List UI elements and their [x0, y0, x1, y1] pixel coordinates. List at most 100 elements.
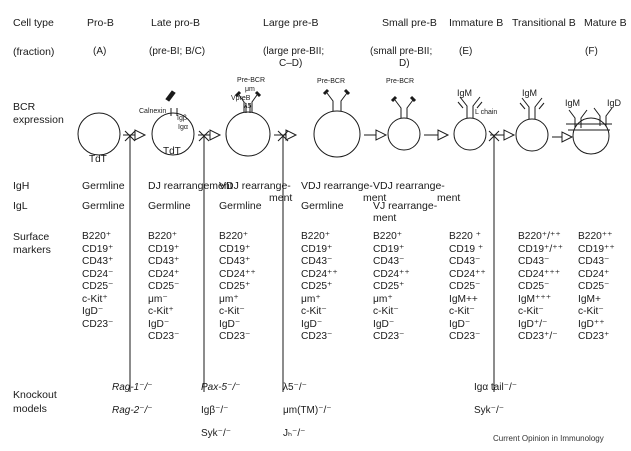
marker: B220 ⁺	[449, 231, 482, 242]
markers-small-pre-b: B220⁺ CD19⁺ CD43⁻ CD24⁺⁺ CD25⁺ μm⁺ c-Kit…	[373, 231, 410, 344]
row-label-bcr-1: BCR	[13, 101, 36, 113]
igh-value: Germline	[82, 180, 125, 192]
marker: IgD⁻	[449, 318, 471, 330]
marker: CD24⁺⁺	[301, 268, 338, 280]
row-label-fraction: (fraction)	[13, 46, 55, 58]
marker: IgD⁻	[148, 318, 170, 330]
marker: CD43⁺	[148, 256, 180, 267]
row-label-surface-1: Surface	[13, 231, 50, 243]
igh-value-cont: ment	[437, 192, 461, 204]
pro-b-cell	[77, 112, 121, 156]
marker: CD25⁻	[449, 281, 481, 292]
tdt-label: TdT	[163, 146, 181, 157]
row-label-knockout-1: Knockout	[13, 389, 57, 401]
row-label-knockout-2: models	[13, 403, 47, 415]
stage-fraction: (large pre-BII;	[263, 46, 325, 57]
igm-label: IgM	[457, 88, 473, 98]
marker: μm⁺	[373, 293, 393, 305]
knockout-model: Igα tail⁻/⁻	[474, 382, 518, 393]
stage-fraction: (pre-BI; B/C)	[149, 46, 206, 57]
marker: IgD⁻	[373, 318, 395, 330]
markers-pro-b: B220⁺ CD19⁺ CD43⁺ CD24⁻ CD25⁻ c-Kit⁺ IgD…	[82, 231, 113, 331]
pre-bcr-label: Pre-BCR	[386, 78, 415, 85]
markers-late-pro-b: B220⁺ CD19⁺ CD43⁺ CD24⁺ CD25⁻ μm⁻ c-Kit⁺…	[148, 231, 179, 344]
knockout-model: Rag-1⁻/⁻	[112, 382, 153, 393]
row-label-cell-type: Cell type	[13, 17, 54, 29]
marker: CD23⁺/⁻	[518, 331, 558, 342]
lambda5-label: λ5	[244, 103, 252, 110]
knockout-model: Jₕ⁻/⁻	[283, 428, 306, 439]
stage-fraction: (A)	[93, 46, 107, 57]
journal-credit: Current Opinion in Immunology	[493, 434, 604, 443]
igh-value: VDJ rearrange-	[219, 180, 291, 192]
marker: CD23⁺	[578, 331, 610, 342]
large-pre-b-cell-2	[313, 110, 361, 158]
marker: CD23⁻	[373, 331, 405, 342]
stage-name: Immature B	[449, 17, 504, 29]
mature-b-cell	[572, 117, 610, 155]
marker: CD19⁺	[82, 243, 114, 255]
marker: IgD⁻	[82, 306, 104, 317]
igd-label: IgD	[607, 98, 622, 108]
marker: IgD⁻	[301, 318, 323, 330]
marker: CD19⁺	[373, 243, 405, 255]
l-chain-label: L chain	[475, 109, 498, 116]
igl-value: Germline	[301, 200, 344, 212]
marker: c-Kit⁻	[449, 306, 475, 317]
markers-mature-b: B220⁺⁺ CD19⁺⁺ CD43⁻ CD24⁺ CD25⁻ IgM+ c-K…	[578, 231, 615, 344]
stage-name: Transitional B	[512, 17, 576, 29]
marker: B220⁺	[301, 231, 331, 242]
vpreb-label: VpreB	[231, 95, 251, 102]
marker: CD25⁻	[578, 281, 610, 292]
stage-fraction: C–D)	[279, 58, 303, 69]
stage-name: Late pro-B	[151, 17, 201, 29]
tdt-label: TdT	[89, 154, 107, 165]
marker: CD23⁻	[301, 331, 333, 342]
marker: c-Kit⁻	[219, 306, 245, 317]
stage-name: Mature B	[584, 17, 627, 29]
marker: CD19⁺	[301, 243, 333, 255]
marker: B220⁺/⁺⁺	[518, 231, 561, 242]
igb-label: Igβ	[177, 115, 187, 122]
knockout-model: μm(TM)⁻/⁻	[283, 405, 332, 416]
marker: CD43⁻	[449, 256, 481, 267]
pre-bcr-label: Pre-BCR	[237, 77, 266, 84]
igh-value: VDJ rearrange-	[301, 180, 373, 192]
marker: CD43⁺	[82, 256, 114, 267]
knockout-model: Igβ⁻/⁻	[201, 405, 229, 416]
igl-value: VJ rearrange-	[373, 200, 438, 212]
marker: CD23⁻	[449, 331, 481, 342]
marker: c-Kit⁻	[373, 306, 399, 317]
stage-fraction: (small pre-BII;	[370, 46, 433, 57]
arrow-4	[364, 129, 388, 141]
small-pre-b-cell	[387, 117, 421, 151]
marker: CD24⁺⁺⁺	[518, 268, 561, 280]
marker: IgD⁺⁺	[578, 318, 605, 330]
igh-value: VDJ rearrange-	[373, 180, 445, 192]
pre-bcr-label: Pre-BCR	[317, 78, 346, 85]
marker: CD24⁺⁺	[373, 268, 410, 280]
igl-value: Germline	[148, 200, 191, 212]
row-label-igl: IgL	[13, 200, 28, 212]
transitional-b-cell	[515, 118, 549, 152]
marker: IgM+	[578, 293, 601, 305]
marker: CD43⁻	[578, 256, 610, 267]
marker: IgM++	[449, 293, 478, 305]
igm-label: IgM	[522, 88, 538, 98]
marker: μm⁻	[148, 293, 168, 305]
marker: CD43⁻	[301, 256, 333, 267]
marker: B220⁺	[219, 231, 249, 242]
markers-immature-b: B220 ⁺ CD19 ⁺ CD43⁻ CD24⁺⁺ CD25⁻ IgM++ c…	[449, 231, 486, 344]
mu-label: μm	[245, 86, 255, 93]
igl-value: Germline	[82, 200, 125, 212]
calnexin-label: Calnexin	[139, 108, 167, 115]
marker: CD25⁺	[219, 281, 251, 292]
marker: CD23⁻	[219, 331, 251, 342]
marker: CD19⁺	[148, 243, 180, 255]
igl-value-cont: ment	[373, 212, 397, 224]
row-label-surface-2: markers	[13, 244, 51, 256]
large-pre-b-cell	[225, 111, 271, 157]
arrow-1	[123, 129, 147, 141]
